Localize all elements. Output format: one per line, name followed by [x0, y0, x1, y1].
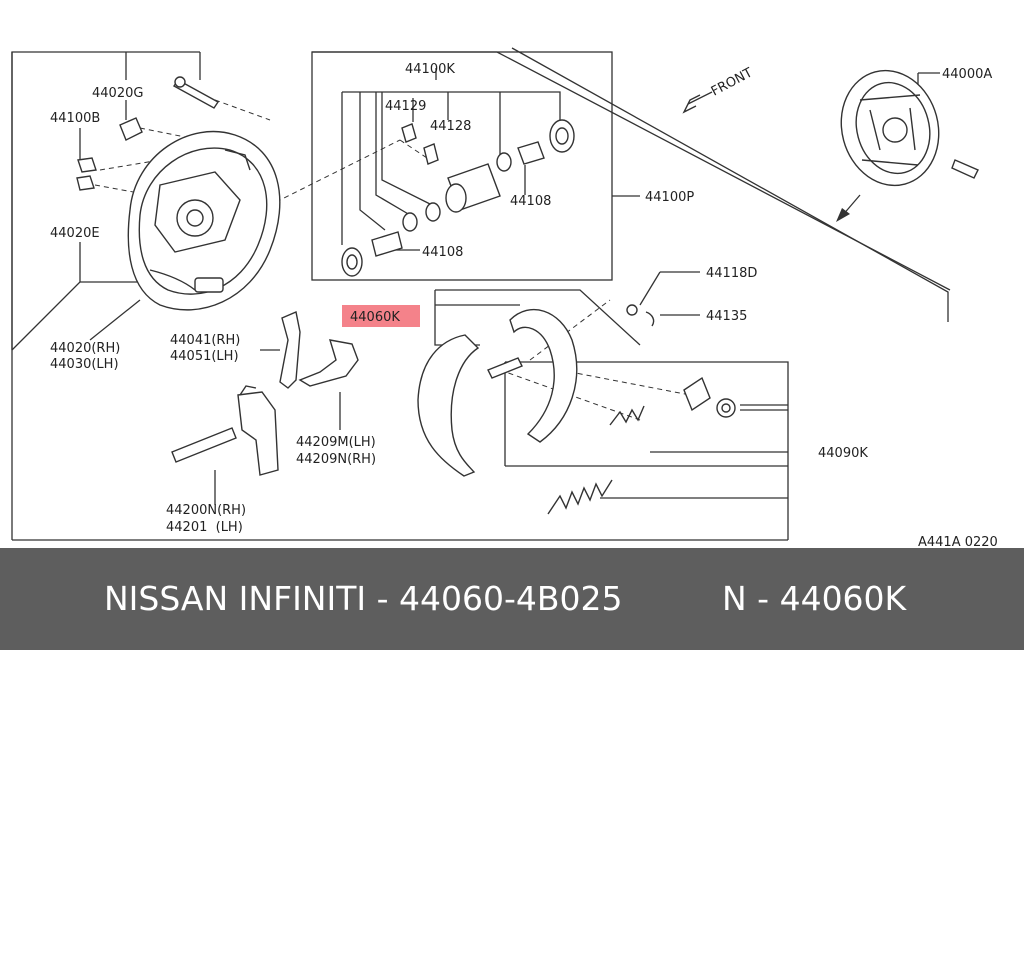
label-44200n-rh: 44200N(RH) [166, 503, 246, 518]
footer-brand-text: NISSAN INFINITI - 44060-4B025 [104, 579, 623, 618]
label-44118d: 44118D [706, 266, 757, 281]
label-44201-lh: 44201 (LH) [166, 520, 243, 535]
label-44000a: 44000A [942, 67, 992, 82]
drum-assembly [836, 69, 979, 222]
label-44209n-rh: 44209N(RH) [296, 452, 376, 467]
label-44051-lh: 44051(LH) [170, 349, 239, 364]
label-44128: 44128 [430, 119, 471, 134]
label-44030-lh: 44030(LH) [50, 357, 119, 372]
label-44041-rh: 44041(RH) [170, 333, 240, 348]
leader-lines [11, 52, 940, 505]
wheel-cylinder [341, 119, 575, 277]
footer-bar: NISSAN INFINITI - 44060-4B025 N - 44060K [0, 548, 1024, 650]
lever-parts [279, 311, 359, 389]
backing-plate [127, 130, 281, 311]
label-44100p: 44100P [645, 190, 694, 205]
diagram-code: A441A 0220 [918, 535, 998, 548]
label-44090k: 44090K [818, 446, 868, 461]
parts-diagram: 44020G 44100B 44020E 44020(RH) 44030(LH)… [11, 47, 998, 548]
label-front: FRONT [709, 65, 755, 99]
label-44135: 44135 [706, 309, 747, 324]
label-44020g: 44020G [92, 86, 143, 101]
brake-shoes [417, 309, 578, 477]
highlight-box [342, 305, 420, 327]
label-44100k: 44100K [405, 62, 455, 77]
label-44129: 44129 [385, 99, 426, 114]
label-44060k: 44060K [350, 310, 400, 325]
parking-lever [171, 385, 279, 476]
label-44020-rh: 44020(RH) [50, 341, 120, 356]
label-44100b: 44100B [50, 111, 100, 126]
label-44209m-lh: 44209M(LH) [296, 435, 376, 450]
footer-part-text: N - 44060K [722, 579, 907, 618]
label-44108-lower: 44108 [422, 245, 463, 260]
label-44020e: 44020E [50, 226, 100, 241]
springs [547, 304, 736, 515]
front-arrow [682, 91, 713, 114]
left-hardware [76, 76, 220, 191]
frame-lines [11, 47, 951, 541]
label-44108-upper: 44108 [510, 194, 551, 209]
